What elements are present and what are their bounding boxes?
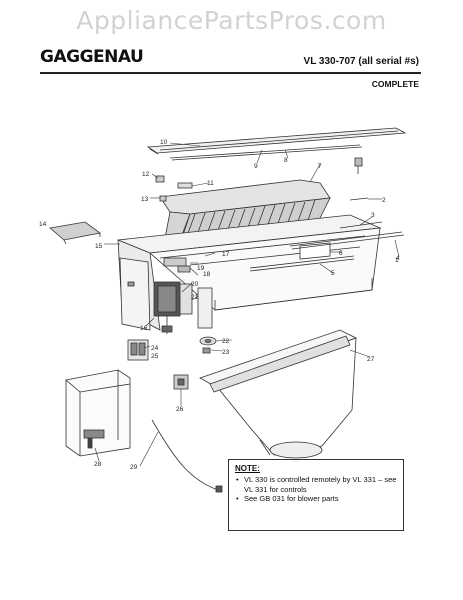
label-4: 4 bbox=[396, 255, 400, 262]
note-title: NOTE: bbox=[235, 464, 260, 473]
note-item: See GB 031 for blower parts bbox=[236, 494, 397, 504]
label-2: 2 bbox=[382, 197, 386, 204]
label-21: 21 bbox=[191, 294, 199, 301]
label-18: 18 bbox=[203, 271, 211, 278]
label-29: 29 bbox=[130, 464, 138, 471]
label-5: 5 bbox=[331, 270, 335, 277]
part-motor-assembly bbox=[153, 257, 213, 334]
header-rule bbox=[40, 72, 421, 74]
part-switch-block bbox=[127, 339, 149, 361]
label-14: 14 bbox=[39, 221, 47, 228]
label-26: 26 bbox=[176, 406, 184, 413]
label-3: 3 bbox=[371, 212, 375, 219]
label-8: 8 bbox=[284, 157, 288, 164]
part-labels: 10 9 8 7 12 11 13 2 3 1 14 15 19 18 17 6… bbox=[39, 139, 400, 471]
part-hood-funnel bbox=[199, 329, 358, 459]
label-24: 24 bbox=[151, 345, 159, 352]
label-1: 1 bbox=[395, 257, 399, 264]
part-rails bbox=[249, 221, 405, 272]
label-10: 10 bbox=[160, 139, 168, 146]
label-27: 27 bbox=[367, 356, 375, 363]
label-22: 22 bbox=[222, 338, 230, 345]
note-item: VL 330 is controlled remotely by VL 331 … bbox=[236, 475, 397, 494]
note-list: VL 330 is controlled remotely by VL 331 … bbox=[235, 475, 397, 504]
model-title: VL 330-707 (all serial #s) bbox=[303, 56, 419, 67]
leader-lines bbox=[94, 142, 400, 467]
label-20: 20 bbox=[191, 281, 199, 288]
label-6: 6 bbox=[339, 250, 343, 257]
label-7: 7 bbox=[318, 163, 322, 170]
label-11: 11 bbox=[207, 180, 214, 187]
part-bracket bbox=[65, 369, 131, 457]
watermark: AppliancePartsPros.com bbox=[76, 6, 387, 35]
label-12: 12 bbox=[142, 171, 150, 178]
part-knob bbox=[199, 336, 217, 354]
part-strips bbox=[169, 144, 363, 161]
part-cable bbox=[151, 419, 223, 493]
part-small-fittings bbox=[155, 157, 369, 202]
label-17: 17 bbox=[222, 251, 230, 258]
label-19: 19 bbox=[197, 265, 205, 272]
label-28: 28 bbox=[94, 461, 102, 468]
label-9: 9 bbox=[254, 163, 258, 170]
label-23: 23 bbox=[222, 349, 230, 356]
label-13: 13 bbox=[141, 196, 149, 203]
section-label: COMPLETE bbox=[371, 79, 419, 89]
part-clip bbox=[173, 374, 189, 390]
part-top-cover bbox=[146, 127, 407, 155]
part-side-panel bbox=[119, 257, 151, 331]
brand-logo: GAGGENAU bbox=[40, 47, 144, 67]
part-filter-pad bbox=[49, 221, 101, 245]
label-16: 16 bbox=[140, 325, 148, 332]
label-15: 15 bbox=[95, 243, 103, 250]
note-box: NOTE: VL 330 is controlled remotely by V… bbox=[228, 459, 404, 531]
label-25: 25 bbox=[151, 353, 159, 360]
